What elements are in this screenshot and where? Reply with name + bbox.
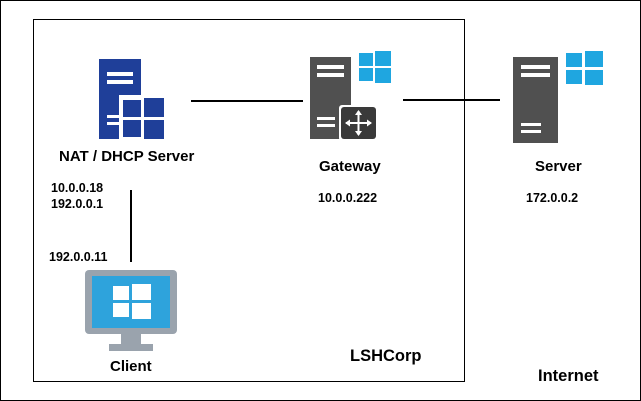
- nat-dhcp-ip-b: 192.0.0.1: [51, 197, 104, 211]
- lshcorp-zone-label: LSHCorp: [350, 347, 422, 365]
- gateway-router-server-icon: [310, 51, 391, 141]
- client-monitor-icon: [85, 270, 177, 351]
- internet-server-icon: [513, 51, 603, 143]
- gateway-label: Gateway: [319, 158, 381, 175]
- internet-zone-label: Internet: [538, 367, 599, 385]
- nat-dhcp-ip-a: 10.0.0.18: [51, 181, 104, 195]
- client-ip: 192.0.0.11: [49, 250, 108, 264]
- server-label: Server: [535, 158, 582, 175]
- link-nat-to-gateway: [191, 100, 303, 102]
- client-label: Client: [110, 358, 152, 375]
- lshcorp-network-boundary: [33, 19, 465, 382]
- nat-dhcp-server-icon: [99, 59, 167, 141]
- server-ip: 172.0.0.2: [526, 191, 579, 205]
- nat-dhcp-server-label: NAT / DHCP Server: [59, 148, 195, 165]
- link-nat-to-client: [130, 190, 132, 262]
- gateway-ip: 10.0.0.222: [318, 191, 378, 205]
- link-gateway-to-server: [403, 99, 500, 101]
